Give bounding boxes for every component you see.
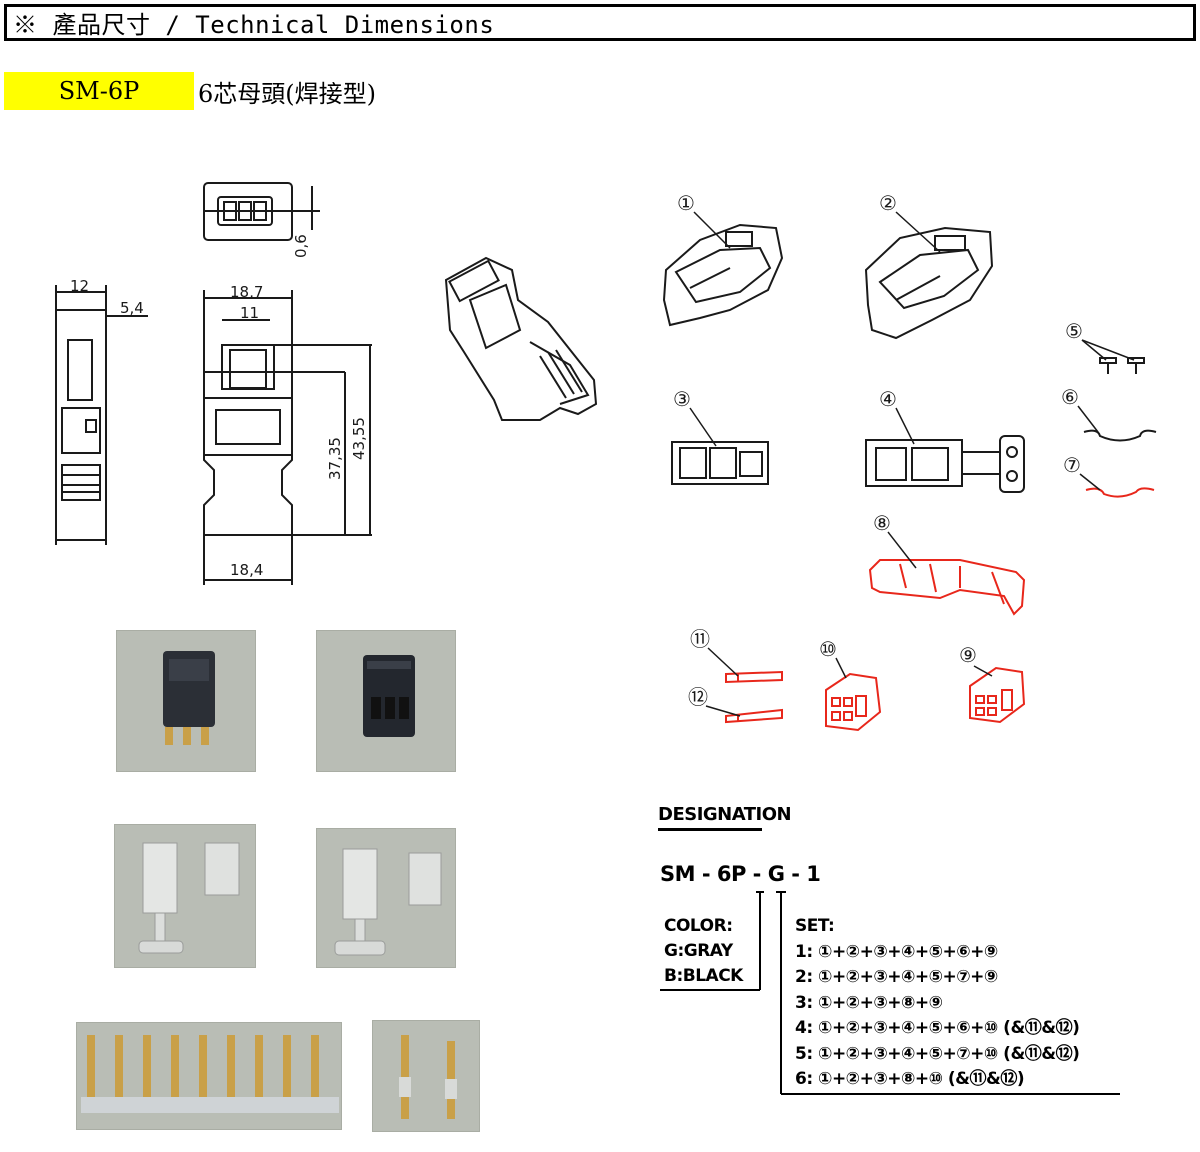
color-heading: COLOR: bbox=[664, 916, 733, 936]
dim-height-inner: 37,35 bbox=[326, 437, 344, 480]
part-1-drawing bbox=[662, 223, 784, 327]
callout-6: ⑥ bbox=[1061, 385, 1079, 409]
part-code: SM - 6P - G - 1 bbox=[660, 862, 821, 886]
callout-2: ② bbox=[879, 191, 897, 215]
dim-side-width: 12 bbox=[70, 277, 89, 295]
set-item: 1: ①+②+③+④+⑤+⑥+⑨ bbox=[795, 941, 998, 962]
part-7-drawing bbox=[1085, 487, 1155, 498]
page-header: ※ 產品尺寸 / Technical Dimensions bbox=[4, 4, 1196, 41]
callout-11: ⑪ bbox=[690, 627, 710, 651]
photo-black-connector-front bbox=[116, 630, 256, 772]
callout-12: ⑫ bbox=[688, 685, 708, 709]
color-option-black: B:BLACK bbox=[664, 966, 743, 986]
part-2-drawing bbox=[864, 226, 994, 340]
callout-9: ⑨ bbox=[959, 643, 977, 667]
part-3-drawing bbox=[671, 441, 769, 485]
set-item: 4: ①+②+③+④+⑤+⑥+⑩ (&⑪&⑫) bbox=[795, 1018, 1080, 1038]
part-10-drawing bbox=[825, 672, 882, 732]
front-view-drawing bbox=[203, 290, 372, 585]
part-6-drawing bbox=[1083, 429, 1157, 442]
callout-4: ④ bbox=[879, 387, 897, 411]
dim-front-width-bottom: 18,4 bbox=[230, 561, 263, 579]
photo-metal-shell-1 bbox=[114, 824, 256, 968]
color-legend: COLOR: G:GRAY B:BLACK bbox=[664, 914, 743, 989]
set-heading: SET: bbox=[795, 916, 835, 936]
dim-side-offset: 5,4 bbox=[120, 299, 144, 317]
designation-title: DESIGNATION bbox=[658, 804, 792, 825]
part-8-drawing bbox=[868, 559, 1026, 616]
callout-10: ⑩ bbox=[819, 637, 837, 661]
photo-metal-shell-2 bbox=[316, 828, 456, 968]
set-item: 3: ①+②+③+⑧+⑨ bbox=[795, 992, 943, 1013]
set-item: 2: ①+②+③+④+⑤+⑦+⑨ bbox=[795, 967, 998, 987]
photo-terminal-pair bbox=[372, 1020, 480, 1132]
callout-7: ⑦ bbox=[1063, 453, 1081, 477]
dim-front-width-top: 18,7 bbox=[230, 283, 263, 301]
top-view-drawing bbox=[203, 182, 320, 241]
set-item: 6: ①+②+③+⑧+⑩ (&⑪&⑫) bbox=[795, 1069, 1025, 1089]
model-number: SM-6P bbox=[58, 77, 140, 105]
part-4-drawing bbox=[865, 435, 1025, 493]
photo-terminal-strip bbox=[76, 1022, 342, 1130]
dim-front-inner-width: 11 bbox=[240, 304, 259, 322]
callout-5: ⑤ bbox=[1065, 319, 1083, 343]
callout-8: ⑧ bbox=[873, 511, 891, 535]
side-view-drawing bbox=[55, 285, 148, 545]
part-9-drawing bbox=[969, 666, 1026, 724]
designation-underline bbox=[658, 828, 762, 831]
photo-black-connector-back bbox=[316, 630, 456, 772]
set-item: 5: ①+②+③+④+⑤+⑦+⑩ (&⑪&⑫) bbox=[795, 1043, 1080, 1064]
model-tag: SM-6P bbox=[4, 72, 194, 110]
part-5-drawing bbox=[1099, 357, 1145, 374]
callout-1: ① bbox=[677, 191, 695, 215]
isometric-connector-drawing bbox=[444, 256, 598, 421]
page-title: ※ 產品尺寸 / Technical Dimensions bbox=[13, 11, 495, 39]
set-legend: SET: 1: ①+②+③+④+⑤+⑥+⑨ 2: ①+②+③+④+⑤+⑦+⑨ 3… bbox=[795, 914, 1080, 1093]
callout-3: ③ bbox=[673, 387, 691, 411]
model-description: 6芯母頭(焊接型) bbox=[198, 79, 376, 108]
dim-top-view: 0,6 bbox=[292, 234, 310, 258]
dim-height-total: 43,55 bbox=[350, 417, 368, 460]
color-option-gray: G:GRAY bbox=[664, 941, 733, 961]
